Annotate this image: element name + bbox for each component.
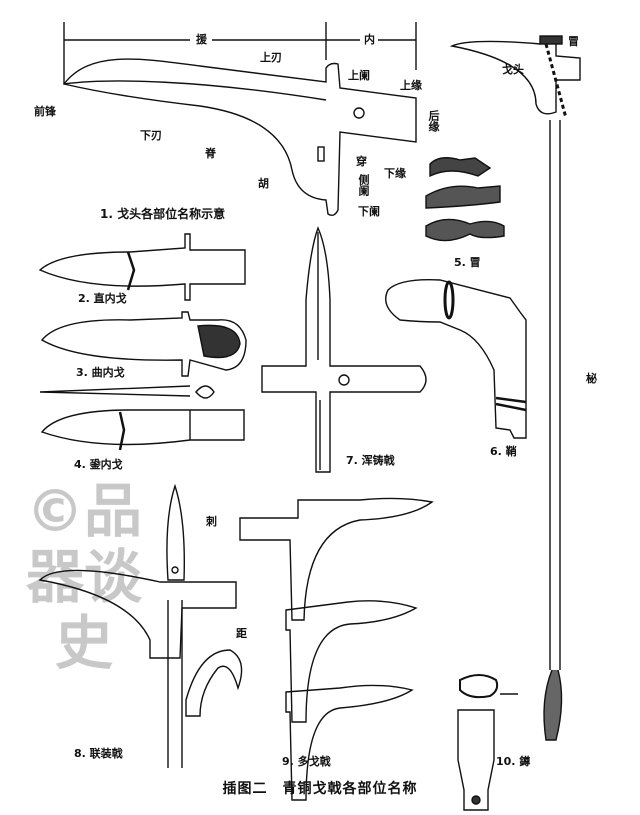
label-yuan: 援 [196,33,207,46]
scabbard [385,279,527,439]
ge-head-diagram [62,58,417,217]
label-nei: 内 [364,33,375,46]
label-ci: 刺 [206,515,217,528]
label-xia-lan: 下阑 [358,205,380,218]
caption-2: 2. 直内戈 [78,292,127,305]
label-ju: 距 [236,627,247,640]
cap-finials [425,157,505,242]
label-xia-ren: 下刃 [140,129,162,142]
multi-ge-ji [239,497,434,801]
combined-ji [38,483,243,768]
watermark: ©品器谈史 [25,477,142,677]
figure-title: 插图二 青铜戈戟各部位名称 [222,781,418,797]
butt-cap [457,674,518,811]
label-hu: 胡 [258,177,269,190]
label-bi: 柲 [586,372,597,385]
label-hou-yuan: 后缘 [427,110,440,132]
label-mao: 冒 [568,35,579,48]
caption-3: 3. 曲内戈 [76,366,125,379]
curved-nei-ge [40,311,247,377]
caption-10: 10. 鐏 [496,755,531,768]
socket-nei-ge [39,385,245,451]
straight-nei-ge [38,233,246,301]
label-ce-lan: 侧阑 [357,174,370,196]
caption-4: 4. 銎内戈 [74,458,123,471]
label-shang-yuan: 上缘 [400,79,422,92]
cast-ji [261,226,427,473]
label-chuan: 穿 [356,155,367,168]
caption-7: 7. 浑铸戟 [346,454,395,467]
caption-9: 9. 多戈戟 [282,755,331,768]
caption-6: 6. 鞘 [490,445,517,458]
ge-on-shaft [449,35,581,741]
caption-1: 1. 戈头各部位名称示意 [100,207,226,221]
label-shang-lan: 上阑 [348,69,370,82]
dimension-lines [63,22,417,84]
label-qian-feng: 前锋 [34,105,56,118]
label-shang-ren: 上刃 [260,51,282,64]
caption-5: 5. 冒 [454,256,481,269]
label-ji: 脊 [205,147,216,160]
label-ge-tou: 戈头 [502,63,524,76]
caption-8: 8. 联装戟 [74,747,123,760]
label-xia-yuan: 下缘 [384,167,406,180]
